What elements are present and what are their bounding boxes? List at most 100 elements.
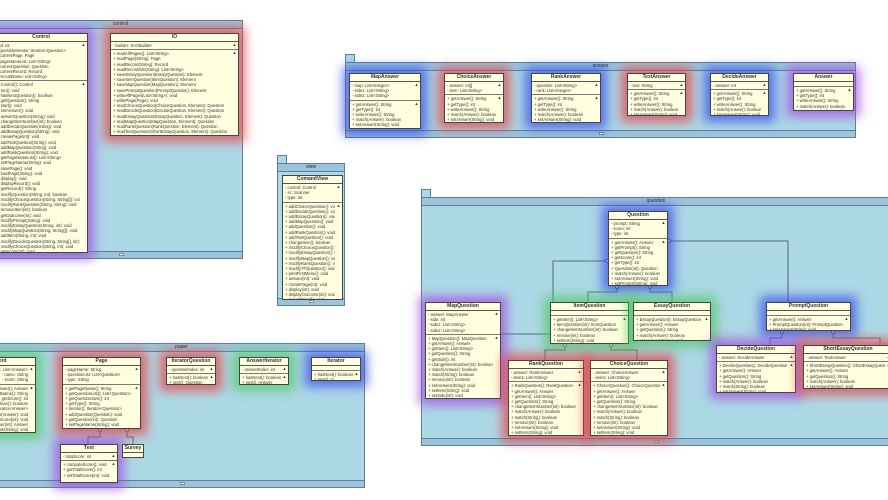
collapse-icon[interactable]: ▲ bbox=[661, 369, 666, 374]
class-PromptQuestion[interactable]: PromptQuestion▲+ getAnswer(): Answer+ Pr… bbox=[766, 302, 851, 331]
collapse-icon[interactable]: ▲ bbox=[414, 82, 419, 87]
class-Answer[interactable]: Answer▲+ getAnswer(): String+ getType():… bbox=[793, 73, 854, 111]
package-scrollbar[interactable] bbox=[346, 130, 855, 137]
class-Test[interactable]: Test▲- totalScore: int▲+ computeScore():… bbox=[60, 444, 118, 483]
class-RankAnswer[interactable]: RankAnswer▲- question: List<String>- ran… bbox=[531, 73, 601, 123]
collapse-icon[interactable]: ▲ bbox=[111, 453, 116, 458]
method: + modifyChoiceQuestion(String, String[])… bbox=[0, 196, 80, 202]
collapse-icon[interactable]: ▲ bbox=[354, 371, 359, 376]
method-section: ▲+ readAllPages(): List<String>+ readPag… bbox=[111, 50, 238, 135]
collapse-icon[interactable]: ▲ bbox=[886, 354, 888, 359]
class-DecideAnswer[interactable]: DecideAnswer▲- answer: int▲+ getAnswer()… bbox=[710, 73, 769, 116]
method-section: ▲+ DecideQuestion(): DecideQuestion+ get… bbox=[717, 362, 795, 393]
collapse-icon[interactable]: ▲ bbox=[414, 100, 419, 106]
package-title: control bbox=[0, 21, 242, 29]
collapse-icon[interactable]: ▲ bbox=[661, 382, 666, 388]
collapse-icon[interactable]: ▲ bbox=[134, 384, 139, 390]
class-ComandView[interactable]: ComandView▲- control: Control- sc: Scann… bbox=[282, 175, 343, 300]
collapse-icon[interactable]: ▲ bbox=[282, 374, 287, 380]
method: + getName(): String bbox=[0, 390, 28, 396]
class-Iterator[interactable]: Iterator▲+ hasNext(): boolean+ next(): O bbox=[311, 357, 361, 381]
class-Page[interactable]: Page▲- pageName: String- questionList: L… bbox=[62, 357, 141, 429]
method: + modifyRankQuestion(): void bbox=[285, 260, 335, 266]
method: + getType(): int bbox=[534, 101, 563, 107]
method: + readAllPages(): List<String> bbox=[113, 51, 169, 57]
collapse-icon[interactable]: ▲ bbox=[661, 238, 666, 244]
package-scrollbar[interactable] bbox=[422, 438, 888, 445]
collapse-icon[interactable]: ▲ bbox=[232, 42, 237, 47]
attribute: - totalScore: int bbox=[63, 454, 92, 459]
class-Question[interactable]: Question▲- prompt: String- score: int- t… bbox=[608, 211, 668, 286]
collapse-icon[interactable]: ▲ bbox=[661, 220, 666, 225]
class-Record[interactable]: Record▲- answers: List<Answer>- name: St… bbox=[0, 357, 36, 433]
collapse-icon[interactable]: ▲ bbox=[679, 82, 684, 87]
method: + getOutcome(int): void bbox=[0, 212, 41, 218]
collapse-icon[interactable]: ▲ bbox=[594, 82, 599, 87]
collapse-icon[interactable]: ▲ bbox=[494, 311, 499, 316]
method: + changeItem(String, int): boolean bbox=[428, 398, 493, 399]
package-scrollbar[interactable] bbox=[0, 480, 364, 487]
method: + setAnswer(String): void bbox=[769, 327, 816, 331]
collapse-icon[interactable]: ▲ bbox=[209, 366, 214, 371]
collapse-icon[interactable]: ▲ bbox=[29, 366, 34, 371]
collapse-icon[interactable]: ▲ bbox=[232, 50, 237, 56]
attribute-section: ▲- map: List<Integer>- side1: List<Strin… bbox=[350, 82, 420, 101]
collapse-icon[interactable]: ▲ bbox=[704, 316, 709, 321]
collapse-icon[interactable]: ▲ bbox=[622, 316, 627, 321]
collapse-icon[interactable]: ▲ bbox=[494, 334, 499, 340]
class-name: MapAnswer bbox=[350, 74, 420, 82]
attribute-section: ▲- answer: MapAnswer- side: int- side1: … bbox=[426, 311, 500, 335]
class-Survey[interactable]: Survey bbox=[122, 444, 144, 458]
class-AnswerIterator[interactable]: AnswerIterator▲- answerIndex: int▲+ hasN… bbox=[239, 357, 289, 385]
collapse-icon[interactable]: ▲ bbox=[282, 366, 287, 371]
method: + setType(String): void bbox=[65, 427, 133, 428]
class-RankQuestion[interactable]: RankQuestion▲- answer: RankAnswer- items… bbox=[508, 360, 584, 436]
class-Control[interactable]: Control▲- id: int- questionIterator: Ite… bbox=[0, 33, 88, 253]
method: + MapQuestion(): MapQuestion bbox=[428, 335, 487, 341]
collapse-icon[interactable]: ▲ bbox=[29, 384, 34, 390]
collapse-icon[interactable]: ▲ bbox=[847, 87, 852, 92]
collapse-icon[interactable]: ▲ bbox=[762, 82, 767, 87]
method: + isBoolean(): boolean bbox=[0, 401, 28, 407]
collapse-icon[interactable]: ▲ bbox=[679, 90, 684, 96]
method: + modifyChoiceQuestion(): void bbox=[285, 245, 335, 251]
method: + loadPage(String): void bbox=[0, 170, 43, 176]
class-IO[interactable]: IO▲- builder: SAXBuilder▲+ readAllPages(… bbox=[110, 33, 239, 136]
attribute: - answers: List<Answer> bbox=[0, 367, 28, 372]
method: + match(Answer): boolean bbox=[593, 409, 642, 415]
collapse-icon[interactable]: ▲ bbox=[336, 202, 341, 208]
collapse-icon[interactable]: ▲ bbox=[81, 81, 86, 87]
method: + setAnswer(String): void bbox=[719, 389, 766, 393]
class-EssayQuestion[interactable]: EssayQuestion▲+ EssayQuestion(): EssayQu… bbox=[633, 302, 711, 341]
class-DecideQuestion[interactable]: DecideQuestion▲- answer: DecideAnswer▲+ … bbox=[716, 345, 796, 393]
collapse-icon[interactable]: ▲ bbox=[789, 362, 794, 368]
class-ChoiceAnswer[interactable]: ChoiceAnswer▲- answer: int[]- item: List… bbox=[444, 73, 504, 123]
package-scrollbar[interactable] bbox=[0, 251, 242, 258]
class-TextAnswer[interactable]: TextAnswer▲- text: String▲+ getAnswer():… bbox=[627, 73, 686, 116]
class-ShortEssayQuestion[interactable]: ShortEssayQuestion▲- answer: TextAnswer▲… bbox=[803, 345, 888, 389]
collapse-icon[interactable]: ▲ bbox=[81, 42, 86, 47]
collapse-icon[interactable]: ▲ bbox=[497, 82, 502, 87]
class-name: DecideAnswer bbox=[711, 74, 768, 82]
collapse-icon[interactable]: ▲ bbox=[336, 184, 341, 189]
collapse-icon[interactable]: ▲ bbox=[134, 366, 139, 371]
method: + next(): Question bbox=[169, 380, 203, 385]
collapse-icon[interactable]: ▲ bbox=[594, 95, 599, 101]
class-IteratorQuestion[interactable]: IteratorQuestion▲- questionIndex: int▲+ … bbox=[166, 357, 216, 385]
collapse-icon[interactable]: ▲ bbox=[209, 374, 214, 380]
class-ChoiceQuestion[interactable]: ChoiceQuestion▲- answer: ChoiceAnswer- i… bbox=[590, 360, 668, 436]
collapse-icon[interactable]: ▲ bbox=[111, 461, 116, 467]
attribute: - currentQuestion: Question bbox=[0, 63, 49, 69]
collapse-icon[interactable]: ▲ bbox=[762, 90, 767, 96]
class-MapAnswer[interactable]: MapAnswer▲- map: List<Integer>- side1: L… bbox=[349, 73, 421, 129]
collapse-icon[interactable]: ▲ bbox=[789, 354, 794, 359]
collapse-icon[interactable]: ▲ bbox=[497, 95, 502, 101]
method: + getPrompt(): String bbox=[611, 244, 650, 250]
collapse-icon[interactable]: ▲ bbox=[577, 382, 582, 388]
collapse-icon[interactable]: ▲ bbox=[844, 316, 849, 321]
class-MapQuestion[interactable]: MapQuestion▲- answer: MapAnswer- side: i… bbox=[425, 302, 501, 399]
collapse-icon[interactable]: ▲ bbox=[577, 369, 582, 374]
class-ItemQuestion[interactable]: ItemQuestion▲+ getItem(): List<String>+ … bbox=[550, 302, 629, 344]
collapse-icon[interactable]: ▲ bbox=[886, 362, 888, 367]
method: + match(String): boolean bbox=[593, 414, 639, 420]
